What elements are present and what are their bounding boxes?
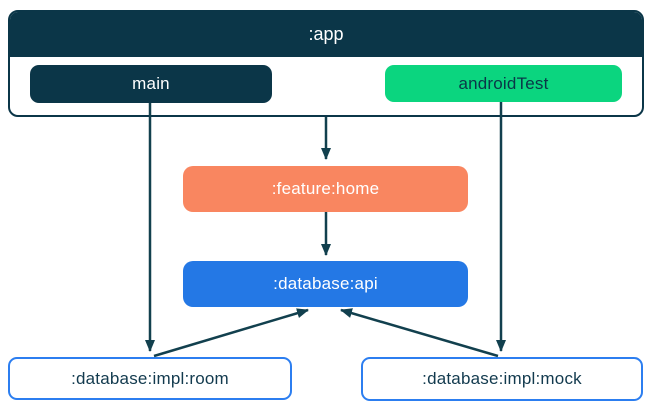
- arrow-database-impl-room-to-database-api: [153, 308, 309, 358]
- database-impl-room-label: :database:impl:room: [71, 368, 229, 388]
- app-module-header: :app: [10, 12, 642, 57]
- sourceset-androidtest-node: androidTest: [385, 65, 622, 102]
- database-impl-mock-label: :database:impl:mock: [422, 369, 582, 388]
- sourceset-main-node: main: [30, 65, 272, 103]
- database-api-node: :database:api: [183, 261, 468, 307]
- app-module-title: :app: [308, 24, 344, 44]
- sourceset-main-label: main: [132, 74, 170, 93]
- database-impl-room-node: :database:impl:room: [8, 357, 292, 400]
- feature-home-node: :feature:home: [183, 166, 468, 212]
- database-api-label: :database:api: [273, 274, 378, 293]
- arrow-database-impl-mock-to-database-api: [340, 308, 499, 358]
- sourceset-androidtest-label: androidTest: [458, 73, 549, 93]
- feature-home-label: :feature:home: [271, 179, 380, 198]
- database-impl-mock-node: :database:impl:mock: [361, 357, 643, 401]
